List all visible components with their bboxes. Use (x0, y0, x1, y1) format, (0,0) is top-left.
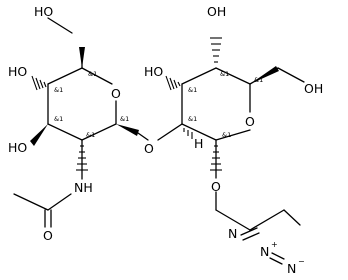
ether-o-label: O (211, 179, 221, 194)
oh-top-right-label: OH (207, 4, 226, 19)
azide-n2-charge: + (271, 240, 278, 249)
azide-n1-label: N (228, 226, 237, 241)
oh-left-upper-label: HO (8, 64, 27, 79)
azide-n3-charge: − (298, 257, 305, 266)
azide-n3-label: N (287, 261, 296, 276)
atom-labels: HO HO HO NH O O O HO OH OH O H O N N + N… (8, 4, 323, 276)
glycosidic-o-label: O (144, 141, 154, 156)
stereo-label: &1 (120, 115, 129, 123)
ring2-o-label: O (245, 114, 255, 129)
stereo-label: &1 (54, 86, 63, 94)
carbonyl-o-label: O (43, 228, 53, 243)
hash-c2-nh (76, 145, 88, 171)
hash-c1-o (210, 145, 222, 171)
stereo-label: &1 (188, 115, 197, 123)
hash-c4-oh (210, 37, 222, 63)
stereo-label: &1 (220, 70, 229, 78)
stereo-bonds-right (165, 37, 279, 171)
stereo-label: &1 (222, 131, 231, 139)
bonds-right-ring (157, 67, 305, 265)
stereo-bonds-left (30, 47, 139, 171)
stereo-label: &1 (254, 76, 263, 84)
ring1-o-label: O (111, 86, 121, 101)
stereo-label: &1 (86, 131, 95, 139)
azide-n2-label: N (260, 244, 269, 259)
stereo-label: &1 (54, 115, 63, 123)
oh-left-lower-label: HO (8, 140, 27, 155)
oh-right-label: OH (304, 81, 323, 96)
hash-c2-h (183, 128, 193, 139)
h-label: H (194, 136, 203, 151)
stereo-label: &1 (188, 86, 197, 94)
oh-top-mid-label: HO (144, 64, 163, 79)
nh-label: NH (74, 180, 93, 195)
stereo-descriptors: &1 &1 &1 &1 &1 &1 &1 &1 &1 &1 (54, 70, 263, 139)
hash-c3-ho (165, 75, 181, 91)
hash-c4-oh (31, 75, 47, 91)
stereo-label: &1 (88, 70, 97, 78)
oh-top-left-label: HO (34, 4, 53, 19)
bonds-left-ring (13, 17, 149, 228)
